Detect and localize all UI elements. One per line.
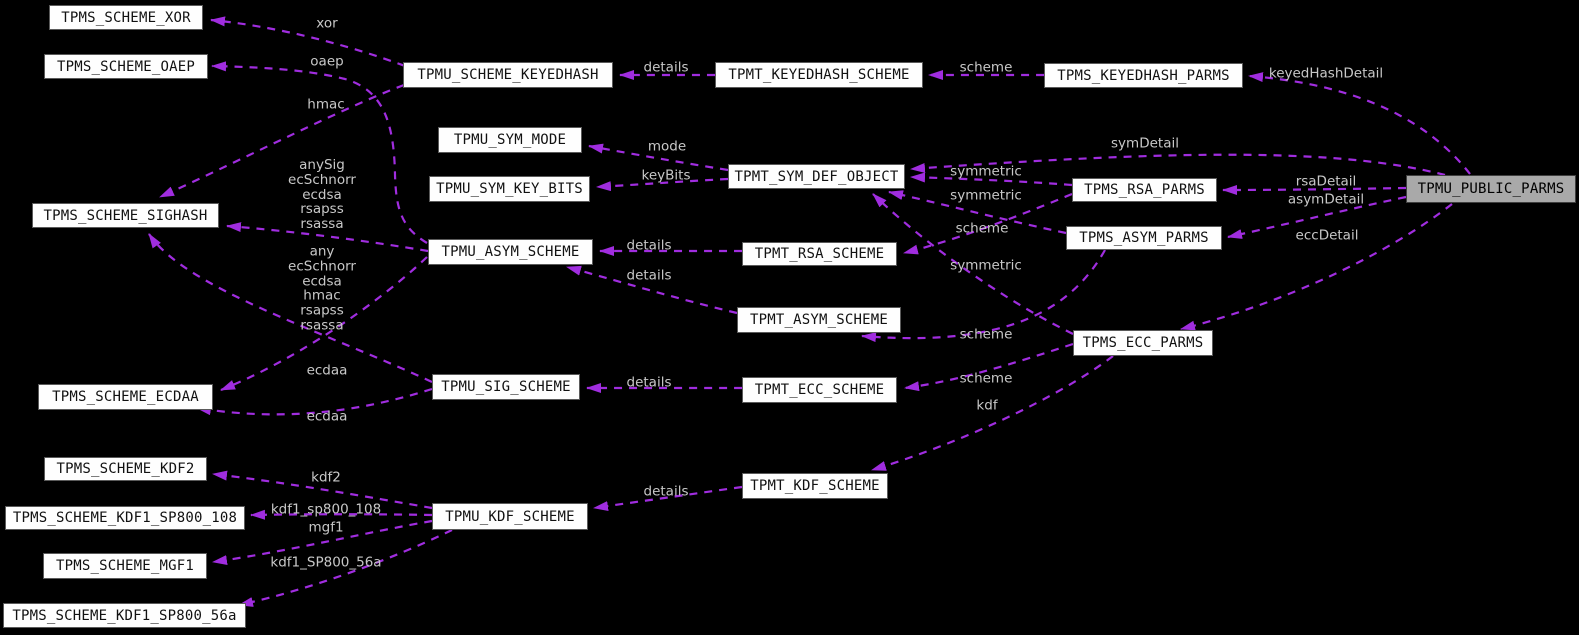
edge-tpmu-kdf-scheme-to-tpms-scheme-kdf2 <box>212 470 433 510</box>
edge-tpmu-kdf-scheme-to-tpms-scheme-kdf1-sp800-56a <box>238 529 453 607</box>
node-tpms-keyedhash-parms[interactable]: TPMS_KEYEDHASH_PARMS <box>1044 63 1243 88</box>
edge-label-e-mode: mode <box>647 138 687 155</box>
edge-label-e-symmetric-ecc: symmetric <box>950 257 1022 274</box>
edge-label-e-eccdetail: eccDetail <box>1295 227 1359 244</box>
node-tpmu-kdf-scheme[interactable]: TPMU_KDF_SCHEME <box>432 503 588 530</box>
edge-label-e-keyedhashdetail: keyedHashDetail <box>1268 65 1384 82</box>
node-tpmu-sig-scheme[interactable]: TPMU_SIG_SCHEME <box>432 374 580 400</box>
edge-tpmu-kdf-scheme-to-tpms-scheme-kdf1-sp800-108 <box>250 509 433 520</box>
edge-label-e-scheme-keyedhash: scheme <box>959 59 1013 76</box>
edge-label-e-any: any ecSchnorr ecdsa hmac rsapss rsassa <box>288 243 356 334</box>
edge-label-e-asymdetail: asymDetail <box>1287 191 1365 208</box>
edge-label-e-ecdaa-2: ecdaa <box>306 408 348 425</box>
node-tpms-asym-parms[interactable]: TPMS_ASYM_PARMS <box>1066 226 1222 250</box>
edge-label-e-kdf1-56a: kdf1_SP800_56a <box>270 554 382 571</box>
edge-label-e-details-keyedhash: details <box>643 59 689 76</box>
edge-label-e-symdetail: symDetail <box>1111 135 1179 152</box>
node-tpmt-rsa-scheme[interactable]: TPMT_RSA_SCHEME <box>742 242 897 266</box>
edge-label-e-symmetric-rsa: symmetric <box>950 163 1022 180</box>
edge-tpms-ecc-parms-to-tpmt-sym-def-object <box>872 193 1074 335</box>
edge-tpmu-kdf-scheme-to-tpms-scheme-mgf1 <box>212 519 433 565</box>
edge-label-e-anysig: anySig ecSchnorr ecdsa rsapss rsassa <box>288 157 356 233</box>
edge-label-e-keybits: keyBits <box>641 167 691 184</box>
edge-tpms-asym-parms-to-tpmt-sym-def-object <box>888 190 1067 235</box>
edge-tpmu-asym-scheme-to-tpms-scheme-sighash <box>226 222 429 253</box>
edge-label-e-oaep: oaep <box>310 53 344 70</box>
node-tpms-rsa-parms[interactable]: TPMS_RSA_PARMS <box>1072 178 1217 202</box>
node-tpms-scheme-kdf2[interactable]: TPMS_SCHEME_KDF2 <box>44 457 207 481</box>
edge-tpmu-public-parms-to-tpms-keyedhash-parms <box>1248 72 1471 175</box>
node-tpmt-keyedhash-scheme[interactable]: TPMT_KEYEDHASH_SCHEME <box>715 62 923 88</box>
edge-label-e-xor: xor <box>316 15 338 32</box>
node-tpmu-sym-mode[interactable]: TPMU_SYM_MODE <box>438 127 582 153</box>
node-tpmu-scheme-keyedhash[interactable]: TPMU_SCHEME_KEYEDHASH <box>403 62 613 88</box>
node-tpms-ecc-parms[interactable]: TPMS_ECC_PARMS <box>1073 330 1213 356</box>
edge-tpms-asym-parms-to-tpmt-asym-scheme <box>861 249 1106 343</box>
node-tpms-scheme-sighash[interactable]: TPMS_SCHEME_SIGHASH <box>32 203 219 228</box>
edge-label-e-kdf1-108: kdf1_sp800_108 <box>270 501 382 518</box>
edge-tpmu-sig-scheme-to-tpms-scheme-ecdaa <box>196 387 433 416</box>
node-tpms-scheme-xor[interactable]: TPMS_SCHEME_XOR <box>49 5 203 30</box>
edge-label-e-ecdaa-1: ecdaa <box>306 362 348 379</box>
edge-tpmu-public-parms-to-tpms-rsa-parms <box>1222 184 1407 195</box>
edge-label-e-details-kdf: details <box>643 483 689 500</box>
edge-label-e-hmac: hmac <box>307 96 345 113</box>
edge-label-e-mgf1: mgf1 <box>308 519 344 536</box>
node-tpmt-asym-scheme[interactable]: TPMT_ASYM_SCHEME <box>737 307 901 333</box>
edge-tpmu-public-parms-to-tpms-asym-parms <box>1227 195 1407 239</box>
node-tpms-scheme-kdf1-sp800-56a[interactable]: TPMS_SCHEME_KDF1_SP800_56a <box>3 603 246 628</box>
edge-label-e-scheme-asym: scheme <box>959 326 1013 343</box>
edge-tpms-rsa-parms-to-tpmt-sym-def-object <box>910 172 1073 187</box>
edge-tpmu-public-parms-to-tpms-ecc-parms <box>1180 203 1453 331</box>
edge-label-e-rsadetail: rsaDetail <box>1295 173 1357 190</box>
edge-label-e-scheme-ecc: scheme <box>959 370 1013 387</box>
edge-label-e-kdf2: kdf2 <box>311 469 341 486</box>
edge-tpmu-sig-scheme-to-tpms-scheme-sighash <box>148 233 433 383</box>
edge-tpmt-asym-scheme-to-tpmu-asym-scheme <box>566 265 738 315</box>
edge-label-e-scheme-rsa: scheme <box>955 220 1009 237</box>
edge-tpmt-sym-def-object-to-tpmu-sym-mode <box>588 143 729 172</box>
edge-label-e-details-rsa: details <box>626 237 672 254</box>
node-tpmu-asym-scheme[interactable]: TPMU_ASYM_SCHEME <box>428 239 593 265</box>
edge-label-e-details-ecc: details <box>626 374 672 391</box>
edge-tpms-ecc-parms-to-tpmt-ecc-scheme <box>904 342 1074 392</box>
edge-tpmt-sym-def-object-to-tpmu-sym-key-bits <box>596 177 729 192</box>
edge-label-e-kdf: kdf <box>976 397 998 414</box>
node-tpmu-public-parms: TPMU_PUBLIC_PARMS <box>1406 175 1576 203</box>
node-tpms-scheme-oaep[interactable]: TPMS_SCHEME_OAEP <box>44 54 208 79</box>
node-tpms-scheme-ecdaa[interactable]: TPMS_SCHEME_ECDAA <box>38 384 213 410</box>
edge-tpms-rsa-parms-to-tpmt-rsa-scheme <box>903 192 1073 255</box>
edge-label-e-details-asym: details <box>626 267 672 284</box>
node-tpmt-ecc-scheme[interactable]: TPMT_ECC_SCHEME <box>742 377 897 403</box>
node-tpmt-kdf-scheme[interactable]: TPMT_KDF_SCHEME <box>742 473 888 499</box>
node-tpms-scheme-kdf1-sp800-108[interactable]: TPMS_SCHEME_KDF1_SP800_108 <box>5 506 245 530</box>
edge-tpmt-kdf-scheme-to-tpmu-kdf-scheme <box>593 485 743 511</box>
node-tpmt-sym-def-object[interactable]: TPMT_SYM_DEF_OBJECT <box>728 164 905 189</box>
edge-tpmu-asym-scheme-to-tpms-scheme-ecdaa <box>220 256 428 392</box>
edge-tpms-ecc-parms-to-tpmt-kdf-scheme <box>871 355 1114 472</box>
edge-tpmu-scheme-keyedhash-to-tpms-scheme-sighash <box>159 83 405 199</box>
node-tpmu-sym-key-bits[interactable]: TPMU_SYM_KEY_BITS <box>429 176 590 202</box>
edge-label-e-symmetric-asym: symmetric <box>950 187 1022 204</box>
edge-tpmu-asym-scheme-to-tpms-scheme-oaep <box>211 61 428 244</box>
edge-tpmu-public-parms-to-tpmt-sym-def-object <box>910 153 1446 177</box>
node-tpms-scheme-mgf1[interactable]: TPMS_SCHEME_MGF1 <box>43 553 207 579</box>
edge-tpmu-scheme-keyedhash-to-tpms-scheme-xor <box>210 16 406 68</box>
